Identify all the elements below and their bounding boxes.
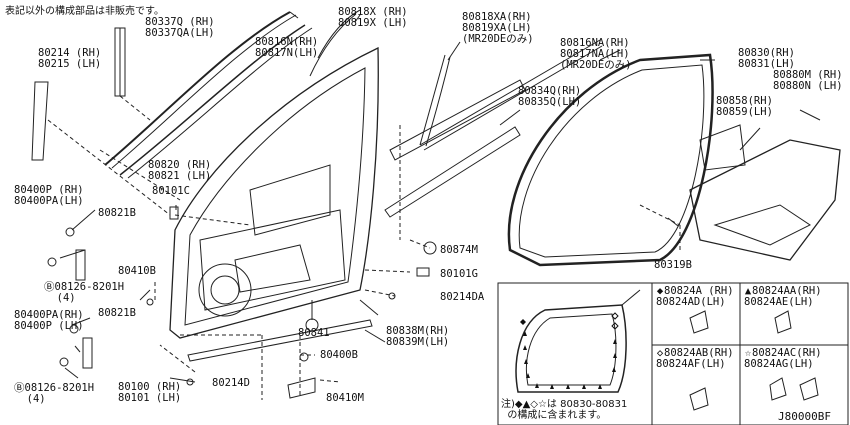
clip-box-80824ac: ☆80824AC(RH)80824AG(LH) — [744, 347, 822, 370]
part-label-80830: 80830(RH)80831(LH) — [738, 47, 795, 70]
clip-box-80824aa: ▲80824AA(RH)80824AE(LH) — [744, 285, 822, 308]
part-label-80101c: 80101C — [152, 185, 190, 197]
footnote: 注)◆▲◇☆は 80830-80831 の構成に含まれます。 — [501, 399, 628, 421]
clip-box-80824ab: ◇80824AB(RH)80824AF(LH) — [656, 347, 734, 370]
part-label-80337q: 80337Q (RH)80337QA(LH) — [145, 16, 215, 39]
part-label-80400b: 80400B — [320, 349, 358, 361]
part-label-80880m: 80880M (RH)80880N (LH) — [773, 69, 843, 92]
triangle-solid-icon: ▲ — [744, 285, 752, 297]
part-label-80410b: 80410B — [118, 265, 156, 277]
part-label-08126-lower: Ⓑ08126-8201H (4) — [14, 382, 95, 405]
part-label-80816n: 80816N(RH)80817N(LH) — [255, 36, 319, 59]
header-note: 表記以外の構成部品は非販売です。 — [5, 6, 164, 17]
part-label-80821b-lower: 80821B — [98, 307, 136, 319]
part-label-80818xa: 80818XA(RH)80819XA(LH)(MR20DEのみ) — [462, 11, 534, 45]
diamond-solid-icon: ◆ — [656, 285, 664, 297]
part-label-80838m: 80838M(RH)80839M(LH) — [386, 325, 450, 348]
part-label-80858: 80858(RH)80859(LH) — [716, 95, 773, 118]
part-label-80841: 80841 — [298, 327, 330, 339]
part-label-80214: 80214 (RH)80215 (LH) — [38, 47, 102, 70]
part-label-80818x: 80818X (RH)80819X (LH) — [338, 6, 408, 29]
part-label-80400pa: 80400PA(RH)80400P (LH) — [14, 309, 84, 332]
part-label-80214da: 80214DA — [440, 291, 485, 303]
part-label-80816na: 80816NA(RH)80817NA(LH)(MR20DEのみ) — [560, 37, 632, 71]
part-label-80214d: 80214D — [212, 377, 250, 389]
part-label-80874m: 80874M — [440, 244, 478, 256]
part-label-80820: 80820 (RH)80821 (LH) — [148, 159, 212, 182]
part-label-80400p: 80400P (RH)80400PA(LH) — [14, 184, 84, 207]
part-label-80410m: 80410M — [326, 392, 364, 404]
part-label-80821b-upper: 80821B — [98, 207, 136, 219]
part-label-80319b: 80319B — [654, 259, 692, 271]
part-label-80101g: 80101G — [440, 268, 478, 280]
part-label-08126-upper: Ⓑ08126-8201H (4) — [44, 281, 125, 304]
part-label-80100: 80100 (RH)80101 (LH) — [118, 381, 182, 404]
clip-box-80824a: ◆80824A (RH)80824AD(LH) — [656, 285, 734, 308]
star-outline-icon: ☆ — [744, 347, 752, 359]
diagram-code: J80000BF — [778, 410, 831, 423]
diamond-outline-icon: ◇ — [656, 347, 664, 359]
part-label-80834q: 80834Q(RH)80835Q(LH) — [518, 85, 582, 108]
